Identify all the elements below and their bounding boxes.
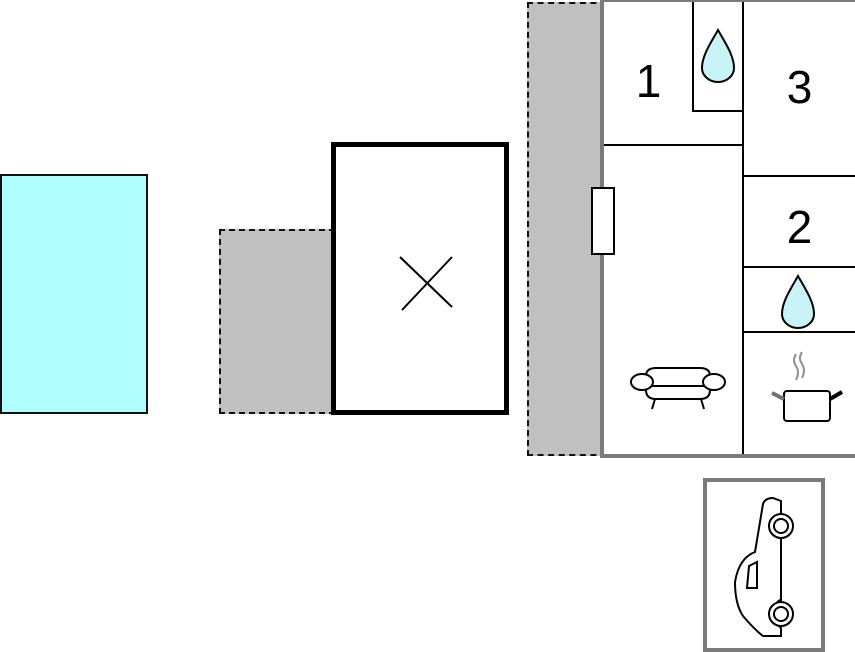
room-label: 3 bbox=[786, 61, 813, 113]
water-drop-icon bbox=[700, 27, 736, 83]
room-bathroom-2 bbox=[742, 266, 855, 333]
sofa-icon bbox=[630, 367, 726, 410]
close-x-icon bbox=[399, 256, 453, 311]
terrace-left bbox=[219, 229, 335, 414]
garage bbox=[703, 478, 825, 652]
annex-building bbox=[331, 142, 509, 415]
room-living bbox=[604, 144, 744, 454]
car-icon bbox=[733, 496, 794, 637]
door bbox=[591, 187, 615, 255]
room-bedroom-3: 3 bbox=[742, 2, 855, 177]
water-drop-icon bbox=[780, 273, 816, 329]
room-kitchen bbox=[742, 331, 855, 454]
room-label: 2 bbox=[786, 201, 813, 253]
cooking-pot-icon bbox=[771, 351, 844, 422]
room-bedroom-2: 2 bbox=[742, 175, 855, 268]
pool bbox=[0, 174, 148, 414]
room-bathroom-1 bbox=[692, 2, 744, 112]
room-label: 1 bbox=[635, 55, 662, 107]
